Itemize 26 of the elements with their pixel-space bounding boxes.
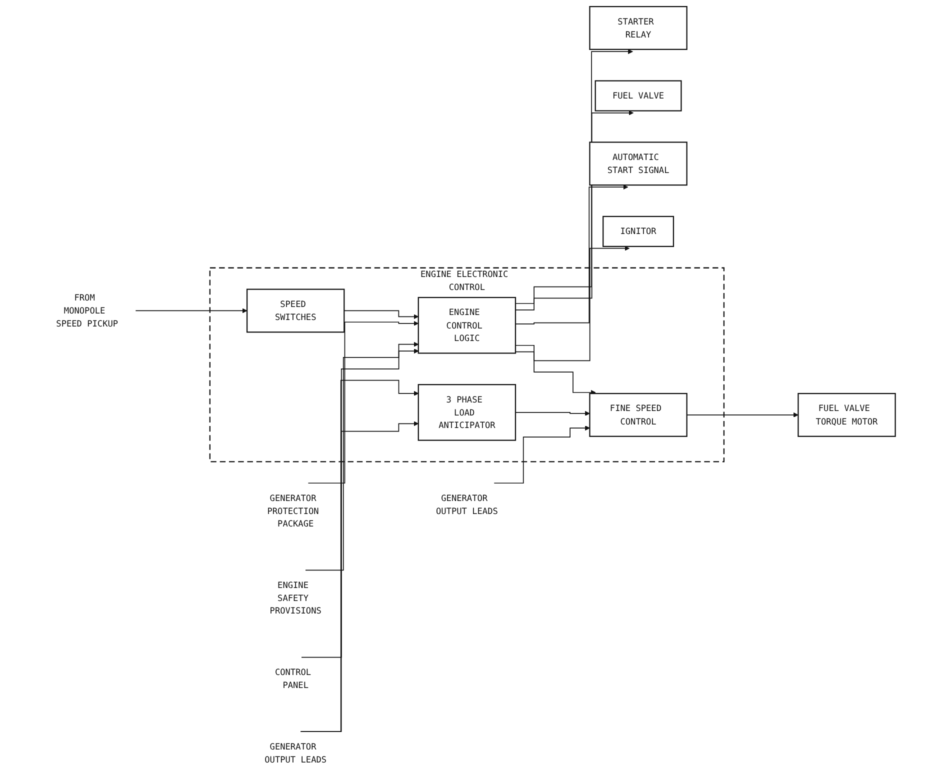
arrow <box>686 412 798 418</box>
node-box: 3 PHASE LOAD ANTICIPATOR <box>418 384 516 441</box>
node-box: IGNITOR <box>602 216 674 248</box>
node-box: FUEL VALVE <box>594 80 682 112</box>
node-box: AUTOMATIC START SIGNAL <box>589 142 688 186</box>
arrow <box>301 348 419 658</box>
node-text: FROM MONOPOLE SPEED PICKUP <box>56 292 118 329</box>
node-text: GENERATOR OUTPUT LEADS <box>436 492 498 516</box>
arrow <box>308 320 419 484</box>
arrow <box>515 246 630 362</box>
arrow <box>515 410 590 416</box>
node-box: FINE SPEED CONTROL <box>589 392 688 437</box>
node-box: ENGINE CONTROL LOGIC <box>418 296 516 354</box>
arrow <box>515 184 628 324</box>
node-text: CONTROL PANEL <box>275 667 312 690</box>
node-box: STARTER RELAY <box>589 6 688 50</box>
arrow <box>344 310 419 320</box>
arrow <box>515 351 596 396</box>
arrow <box>494 426 590 484</box>
node-box: SPEED SWITCHES <box>246 288 345 333</box>
node-text: GENERATOR OUTPUT LEADS <box>264 741 327 764</box>
arrow <box>305 342 419 571</box>
node-text: GENERATOR PROTECTION PACKAGE <box>267 492 319 529</box>
arrow <box>135 308 248 314</box>
node-box: FUEL VALVE TORQUE MOTOR <box>798 392 896 437</box>
node-text: ENGINE SAFETY PROVISIONS <box>270 580 322 616</box>
